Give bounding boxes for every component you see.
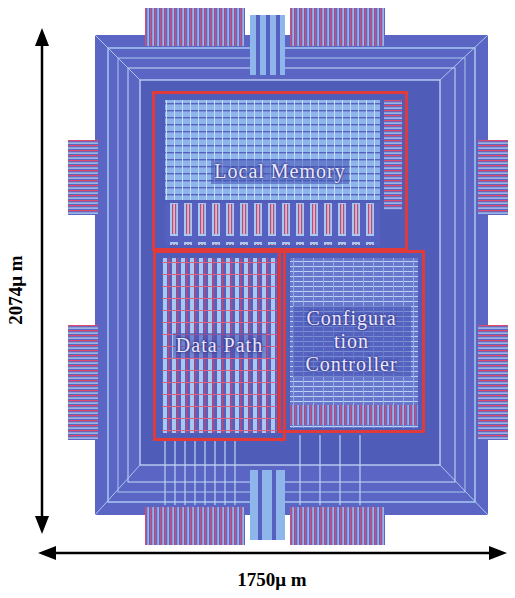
layout-block: Local Memory (152, 91, 408, 251)
layout-block: Data Path (153, 250, 286, 441)
block-label: Data Path (173, 333, 266, 358)
layout-block: Configura tion Controller (278, 250, 425, 433)
block-label: Local Memory (211, 159, 348, 184)
dimension-label: 2074μ m (5, 255, 27, 324)
dimension-label: 1750μ m (237, 569, 306, 591)
block-label: Configura tion Controller (293, 306, 411, 377)
